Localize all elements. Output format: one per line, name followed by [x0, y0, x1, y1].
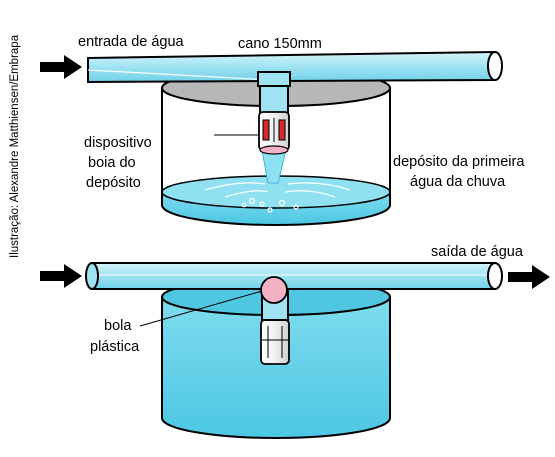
- splash-ripples: [204, 182, 351, 213]
- plastic-ball: [260, 276, 288, 304]
- float-label-line1: dispositivo: [84, 135, 152, 151]
- bottom-pipe: [85, 262, 503, 304]
- ball-label-line2: plástica: [90, 339, 140, 355]
- top-pipe-end: [487, 51, 503, 81]
- bottom-tank-body: [161, 296, 391, 439]
- illustration-credit: Ilustração: Alexandre Matthiensen/Embrap…: [9, 34, 21, 258]
- pipe-size-label: cano 150mm: [238, 36, 322, 52]
- water-outlet-arrow: [508, 265, 550, 289]
- ball-label-line1: bola: [104, 318, 132, 334]
- bottom-float-device: [260, 319, 290, 365]
- ball-label-leader: [139, 290, 263, 327]
- top-tank: [161, 69, 391, 226]
- float-label-line3: depósito: [86, 175, 141, 191]
- water-inlet-label: entrada de água: [78, 34, 185, 50]
- top-pipe: [87, 50, 503, 87]
- first-rain-tank-label-line1: depósito da primeira: [393, 154, 525, 170]
- top-tank-bottom-edge: [161, 204, 391, 226]
- bottom-pipe-end: [487, 262, 503, 290]
- first-rain-tank-label-line2: água da chuva: [410, 174, 506, 190]
- top-float-device: [258, 111, 290, 155]
- water-outlet-label: saída de água: [431, 244, 524, 260]
- bottom-inlet-arrow: [40, 264, 82, 288]
- float-label-line2: boia do: [88, 155, 136, 171]
- water-inlet-arrow: [40, 55, 82, 79]
